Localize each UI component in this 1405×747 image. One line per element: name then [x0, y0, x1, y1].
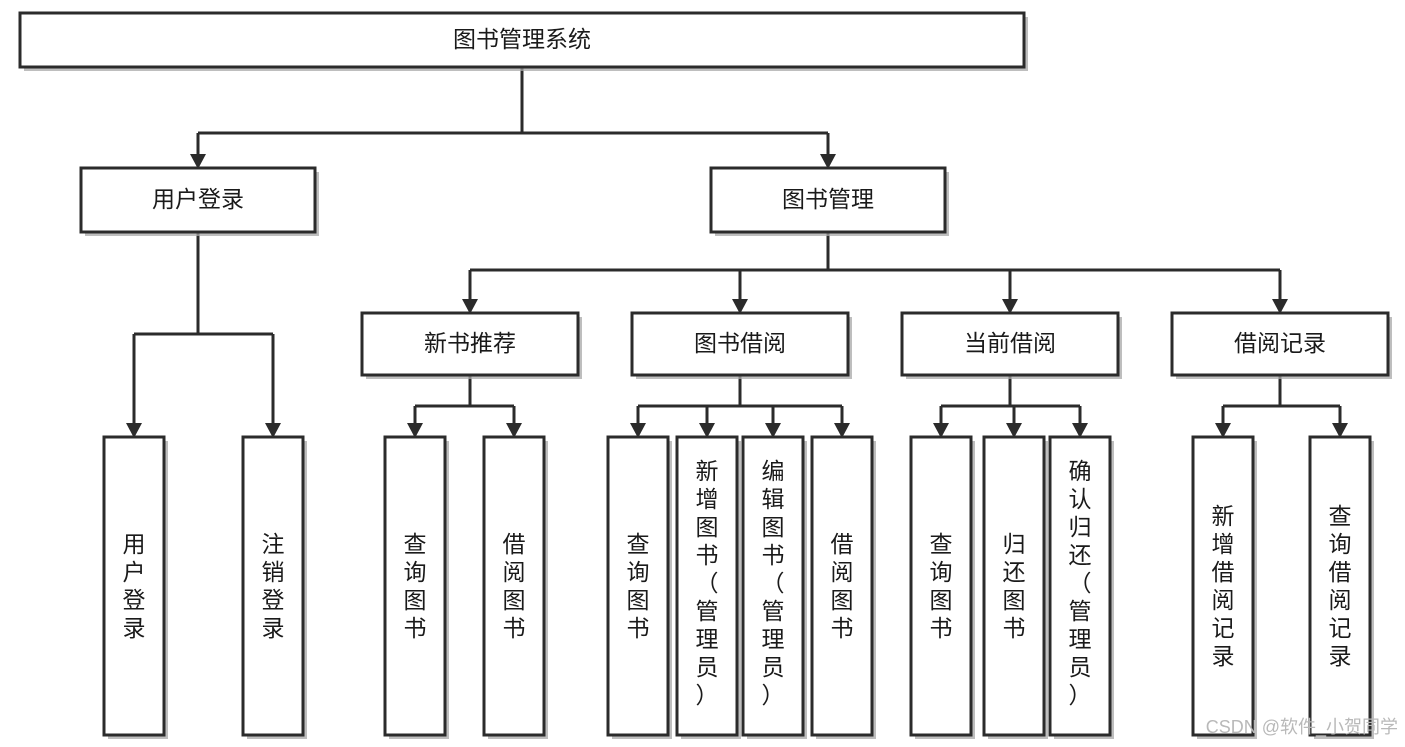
- node-leaf-user-login[interactable]: 用户登录: [102, 435, 168, 739]
- arrow-head-icon: [506, 423, 522, 438]
- node-label: 用户登录: [123, 531, 146, 641]
- arrow-head-icon: [462, 299, 478, 314]
- node-box[interactable]: [241, 435, 305, 737]
- arrow-head-icon: [699, 423, 715, 438]
- node-box[interactable]: [360, 311, 580, 377]
- arrow-head-icon: [732, 299, 748, 314]
- node-borrow-record[interactable]: 借阅记录: [1170, 311, 1392, 379]
- node-label: 注销登录: [262, 531, 285, 641]
- connector-borrow-record-to-leaves: [1215, 375, 1348, 438]
- node-box[interactable]: [1191, 435, 1255, 737]
- node-label: 借阅记录: [1234, 330, 1326, 356]
- node-box[interactable]: [1170, 311, 1390, 377]
- connector-root-to-level2: [190, 67, 836, 169]
- arrow-head-icon: [1006, 423, 1022, 438]
- node-leaf-borrow-book-recommend[interactable]: 借阅图书: [482, 435, 548, 739]
- node-leaf-query-book-borrow[interactable]: 查询图书: [606, 435, 672, 739]
- node-label: 查询图书: [627, 531, 650, 641]
- node-leaf-confirm-return[interactable]: 确认归还（管理员）: [1048, 435, 1114, 739]
- connector-book-borrow-to-leaves: [630, 375, 850, 438]
- node-leaf-query-borrow-record[interactable]: 查询借阅记录: [1308, 435, 1374, 739]
- node-label: 查询图书: [404, 531, 427, 641]
- node-layer: 图书管理系统用户登录图书管理新书推荐图书借阅当前借阅借阅记录用户登录注销登录查询…: [18, 11, 1392, 739]
- arrow-head-icon: [834, 423, 850, 438]
- node-root[interactable]: 图书管理系统: [18, 11, 1028, 71]
- node-box[interactable]: [909, 435, 973, 737]
- connector-current-borrow-to-leaves: [933, 375, 1088, 438]
- node-box[interactable]: [630, 311, 850, 377]
- node-label: 用户登录: [152, 186, 244, 212]
- arrow-head-icon: [1002, 299, 1018, 314]
- arrow-head-icon: [630, 423, 646, 438]
- node-label: 新书推荐: [424, 330, 516, 356]
- csdn-watermark: CSDN @软件_小贺同学: [1206, 717, 1398, 738]
- node-box[interactable]: [18, 11, 1026, 69]
- node-box[interactable]: [383, 435, 447, 737]
- arrow-head-icon: [190, 154, 206, 169]
- node-label: 查询图书: [930, 531, 953, 641]
- node-label: 图书管理: [782, 186, 874, 212]
- node-box[interactable]: [1048, 435, 1112, 737]
- node-leaf-add-book[interactable]: 新增图书（管理员）: [675, 435, 741, 739]
- node-leaf-return-book[interactable]: 归还图书: [982, 435, 1048, 739]
- node-new-book-recommend[interactable]: 新书推荐: [360, 311, 582, 379]
- node-box[interactable]: [1308, 435, 1372, 737]
- connector-book-management-to-level3: [462, 232, 1288, 314]
- arrow-head-icon: [126, 423, 142, 438]
- arrow-head-icon: [265, 423, 281, 438]
- node-label: 借阅图书: [831, 531, 854, 641]
- connector-new-book-recommend-to-leaves: [407, 375, 522, 438]
- node-label: 图书借阅: [694, 330, 786, 356]
- node-leaf-logout-login[interactable]: 注销登录: [241, 435, 307, 739]
- node-leaf-borrow-book[interactable]: 借阅图书: [810, 435, 876, 739]
- node-box[interactable]: [741, 435, 805, 737]
- node-label: 查询借阅记录: [1329, 503, 1352, 669]
- node-label: 确认归还（管理员）: [1069, 458, 1092, 708]
- arrow-head-icon: [1072, 423, 1088, 438]
- arrow-head-icon: [933, 423, 949, 438]
- arrow-head-icon: [820, 154, 836, 169]
- node-book-management[interactable]: 图书管理: [709, 166, 949, 236]
- arrow-head-icon: [407, 423, 423, 438]
- arrow-head-icon: [1332, 423, 1348, 438]
- node-book-borrow[interactable]: 图书借阅: [630, 311, 852, 379]
- connector-layer: [126, 67, 1348, 438]
- arrow-head-icon: [765, 423, 781, 438]
- node-current-borrow[interactable]: 当前借阅: [900, 311, 1122, 379]
- node-user-login[interactable]: 用户登录: [79, 166, 319, 236]
- node-leaf-add-borrow-record[interactable]: 新增借阅记录: [1191, 435, 1257, 739]
- node-box[interactable]: [606, 435, 670, 737]
- node-box[interactable]: [810, 435, 874, 737]
- node-leaf-query-book-recommend[interactable]: 查询图书: [383, 435, 449, 739]
- node-box[interactable]: [982, 435, 1046, 737]
- node-box[interactable]: [102, 435, 166, 737]
- node-label: 编辑图书（管理员）: [762, 458, 785, 708]
- node-box[interactable]: [900, 311, 1120, 377]
- node-label: 新增借阅记录: [1212, 503, 1235, 669]
- arrow-head-icon: [1272, 299, 1288, 314]
- node-label: 新增图书（管理员）: [696, 458, 719, 708]
- arrow-head-icon: [1215, 423, 1231, 438]
- node-leaf-query-book-current[interactable]: 查询图书: [909, 435, 975, 739]
- node-label: 借阅图书: [503, 531, 526, 641]
- node-box[interactable]: [675, 435, 739, 737]
- node-box[interactable]: [709, 166, 947, 234]
- node-leaf-edit-book[interactable]: 编辑图书（管理员）: [741, 435, 807, 739]
- connector-user-login-to-leaves: [126, 232, 281, 438]
- node-label: 当前借阅: [964, 330, 1056, 356]
- node-box[interactable]: [482, 435, 546, 737]
- node-label: 图书管理系统: [453, 26, 591, 52]
- node-label: 归还图书: [1003, 531, 1026, 641]
- node-box[interactable]: [79, 166, 317, 234]
